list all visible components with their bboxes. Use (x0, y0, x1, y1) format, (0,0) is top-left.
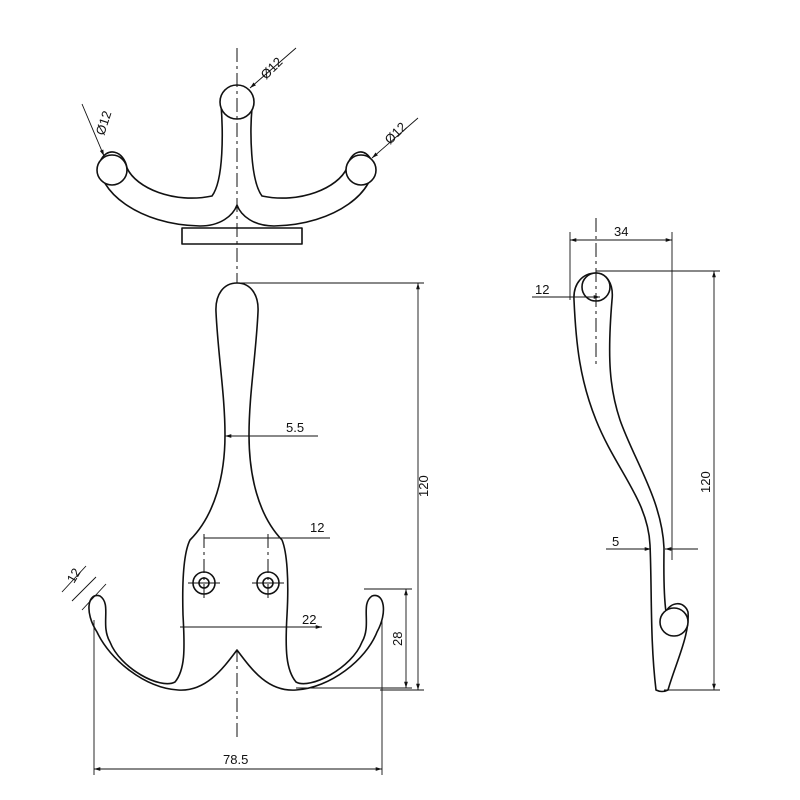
plate-width-label: 22 (302, 612, 316, 627)
side-height-label: 120 (698, 471, 713, 493)
hook-depth-label: 28 (390, 632, 405, 646)
hook-radius-ext-a (61, 565, 87, 593)
hook-radius-label: 12 (64, 565, 84, 585)
top-left-dia-label: Ø12 (93, 109, 115, 137)
top-left-dia-leader (81, 103, 105, 157)
shank-width-label: 5.5 (286, 420, 304, 435)
top-left-ball (96, 154, 128, 186)
side-thickness-label: 5 (612, 534, 619, 549)
overall-width-label: 78.5 (223, 752, 248, 767)
side-depth-label: 34 (614, 224, 628, 239)
mounting-plate-top (181, 227, 303, 245)
front-view: 5.5 12 22 12 28 120 78.5 (61, 282, 431, 775)
front-height-label: 120 (416, 475, 431, 497)
hook-radius-ext-c (71, 576, 97, 602)
side-bottom-ball (659, 607, 689, 637)
top-view-body (99, 90, 374, 227)
top-center-dia-leader (249, 47, 297, 89)
side-tip-label: 12 (535, 282, 549, 297)
top-right-ball (345, 154, 377, 186)
top-right-dia-leader (371, 117, 419, 159)
front-view-body (88, 282, 385, 691)
top-right-dia-label: Ø12 (382, 119, 410, 147)
side-view-body (573, 272, 689, 693)
top-view: Ø12 Ø12 Ø12 (81, 47, 419, 245)
side-view: 34 12 120 5 (532, 218, 720, 693)
hook-radius-ext-b (81, 583, 107, 611)
hole-spacing-label: 12 (310, 520, 324, 535)
